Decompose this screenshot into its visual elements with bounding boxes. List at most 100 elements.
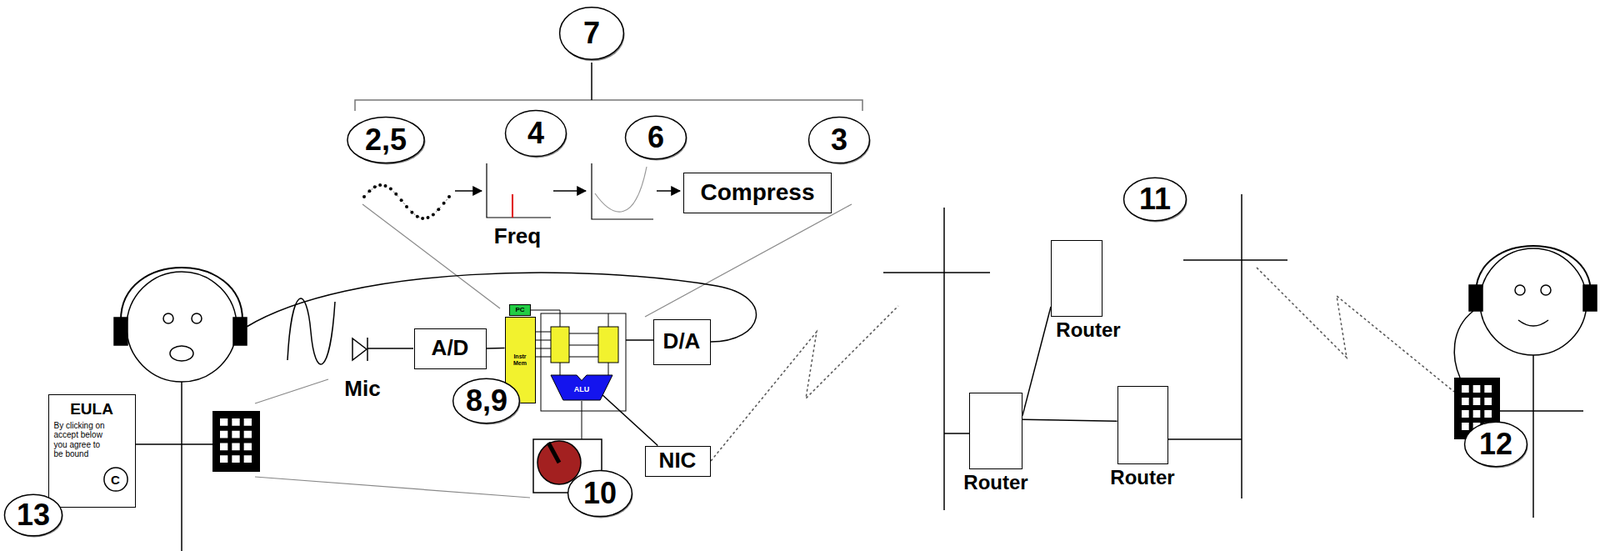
speaker-figure [163, 313, 174, 324]
spectrum-plot [486, 163, 551, 218]
node-text: C [110, 473, 120, 486]
sampled-wave [394, 192, 398, 196]
sampled-wave [442, 201, 446, 205]
speaker-figure [135, 443, 213, 445]
node-text: 7 [583, 18, 600, 49]
sampled-wave [420, 216, 425, 220]
keypad [1461, 385, 1470, 393]
bracket [590, 62, 593, 100]
microphone-symbol [352, 337, 414, 361]
datapath [569, 333, 599, 335]
connector [1022, 306, 1051, 416]
node-text: 12 [1479, 429, 1513, 460]
license-document: EULABy clicking on accept below you agre… [48, 394, 136, 508]
ellipse-outline [347, 116, 425, 163]
datapath [581, 400, 583, 440]
datapath [608, 313, 610, 327]
response-plot [591, 163, 654, 220]
flow-arrow [455, 190, 482, 192]
datapath [535, 348, 551, 350]
datapath [569, 356, 599, 358]
listener-figure [1454, 245, 1597, 518]
leader-line [255, 476, 530, 498]
sampled-wave [410, 210, 414, 215]
network [883, 194, 1288, 510]
node-text: 8,9 [465, 385, 508, 416]
ellipse-outline [1124, 177, 1187, 221]
callout-number: 4 [504, 108, 568, 159]
microphone-symbol [367, 347, 414, 350]
ellipse-outline [809, 116, 870, 163]
response-plot [591, 163, 654, 220]
keypad [231, 455, 240, 463]
sampled-wave [400, 198, 404, 202]
callout-number: 10 [566, 468, 634, 519]
keypad [231, 418, 240, 426]
speaker-figure [170, 345, 194, 361]
network [1240, 194, 1243, 499]
callout-number: 2,5 [345, 115, 426, 165]
sampled-wave [415, 215, 420, 219]
microphone-symbol [366, 337, 369, 361]
listener-figure [1500, 410, 1584, 412]
network [1183, 259, 1288, 261]
volume-knob [537, 440, 581, 485]
datapath [560, 362, 561, 377]
datapath [569, 345, 599, 346]
speaker-figure [114, 317, 128, 345]
network [883, 271, 990, 274]
ellipse-outline [453, 378, 520, 423]
datapath [598, 326, 619, 363]
node-text: EULA [70, 400, 114, 419]
wireless-link [1256, 267, 1455, 392]
network [1168, 438, 1242, 440]
router-box: Router [969, 392, 1023, 470]
speaker-figure [191, 313, 202, 324]
converter-box: D/A [653, 319, 711, 365]
register-box: PC [509, 304, 531, 316]
node-caption: Router [961, 470, 1030, 495]
flow-arrow [553, 190, 586, 192]
leader-line [255, 379, 329, 404]
router-box: Router [1050, 240, 1103, 317]
callout-number: 11 [1122, 175, 1188, 223]
ellipse-outline [103, 467, 127, 491]
keypad [212, 410, 260, 472]
callout-number: 13 [3, 492, 64, 538]
keypad [220, 430, 228, 439]
alu-shape: ALU [550, 375, 613, 400]
keypad [1473, 385, 1481, 393]
datapath [535, 356, 551, 358]
ellipse-outline [560, 7, 625, 60]
keypad [231, 430, 240, 439]
node-text: PC [515, 305, 525, 314]
sampled-wave [431, 212, 435, 216]
ellipse-outline [4, 494, 62, 536]
listener-figure [1475, 245, 1591, 294]
bracket [355, 62, 863, 111]
process-box: Compress [683, 172, 832, 214]
keypad [1484, 397, 1492, 405]
listener-figure [1454, 310, 1474, 378]
datapath [530, 310, 654, 440]
flow-arrow [455, 190, 680, 192]
sampled-wave [389, 187, 393, 191]
speaker-figure [126, 271, 237, 382]
sampled-wave [447, 195, 451, 199]
listener-figure [1532, 355, 1535, 518]
part-label: Mic [342, 375, 382, 402]
keypad [212, 410, 260, 472]
node-caption: Router [1054, 318, 1122, 342]
sound-wave [287, 298, 335, 365]
node-text: ALU [574, 385, 590, 394]
ellipse-outline [625, 115, 687, 160]
speaker-figure [180, 381, 183, 551]
node-text: 11 [1139, 184, 1171, 215]
node-text: Instr Mem [507, 353, 533, 367]
node-text: 2,5 [365, 125, 407, 155]
node-text: 3 [830, 125, 848, 155]
keypad [1484, 385, 1492, 393]
listener-figure [1518, 320, 1549, 326]
sampled-wave [362, 195, 366, 199]
